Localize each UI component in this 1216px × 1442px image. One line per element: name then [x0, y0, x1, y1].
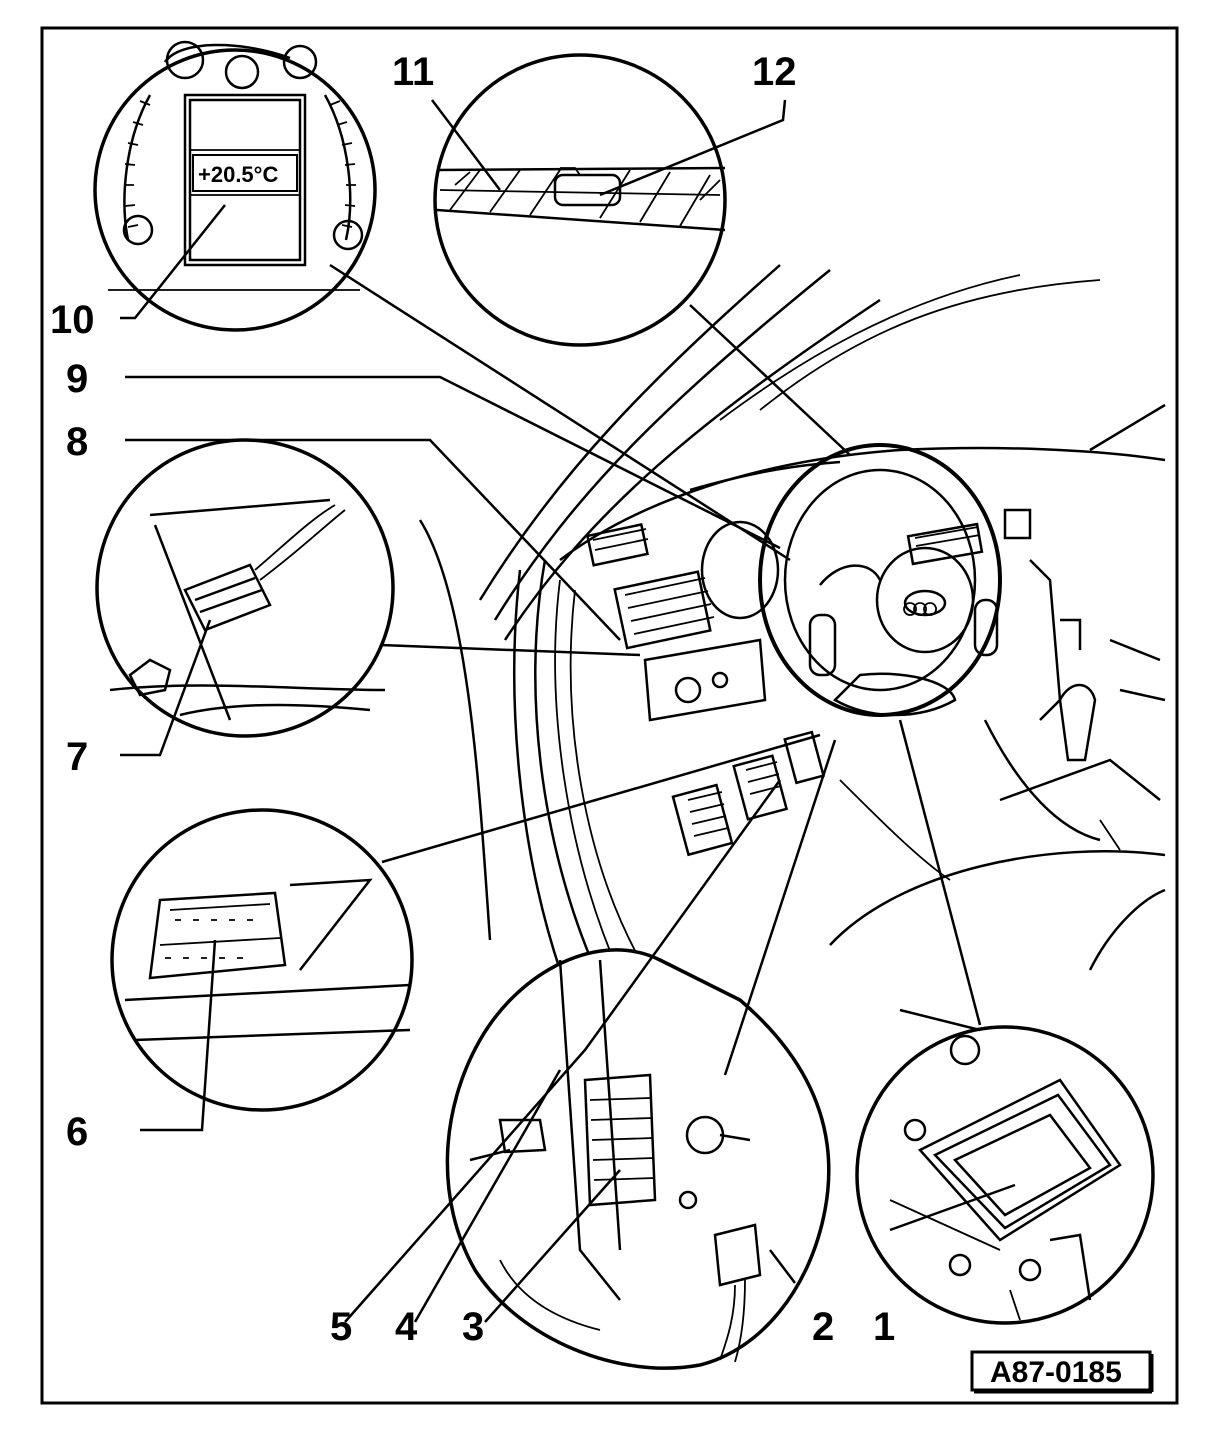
- temperature-reading: +20.5°C: [198, 162, 278, 187]
- callout-1: 1: [873, 1305, 895, 1349]
- callout-7: 7: [66, 735, 88, 779]
- reference-code: A87-0185: [990, 1356, 1122, 1389]
- callout-3: 3: [462, 1305, 484, 1349]
- detail-dash-sensor: [433, 53, 727, 347]
- callout-12: 12: [752, 50, 797, 94]
- callout-6: 6: [66, 1110, 88, 1154]
- dashboard-scene: [418, 264, 1166, 981]
- callout-4: 4: [395, 1305, 418, 1349]
- callout-2: 2: [812, 1305, 834, 1349]
- diagram-frame: [40, 26, 1179, 1405]
- callout-11: 11: [392, 50, 434, 94]
- callout-10: 10: [50, 298, 95, 342]
- callout-5: 5: [330, 1305, 352, 1349]
- temperature-display: [192, 154, 298, 192]
- reference-code-box: A87-0185: [970, 1350, 1154, 1394]
- detail-relay-panel: [445, 948, 831, 1370]
- detail-diagnostic-socket: [110, 808, 414, 1112]
- detail-control-unit: [855, 1025, 1155, 1325]
- callout-8: 8: [66, 420, 88, 464]
- detail-display-panel: +20.5°C: [93, 40, 377, 332]
- callout-labels: 1 2 3 4 5 6 7 8 9 10 11 12: [50, 50, 895, 1349]
- leader-lines: [120, 99, 1016, 1323]
- detail-connector-7: [95, 438, 395, 738]
- callout-9: 9: [66, 357, 88, 401]
